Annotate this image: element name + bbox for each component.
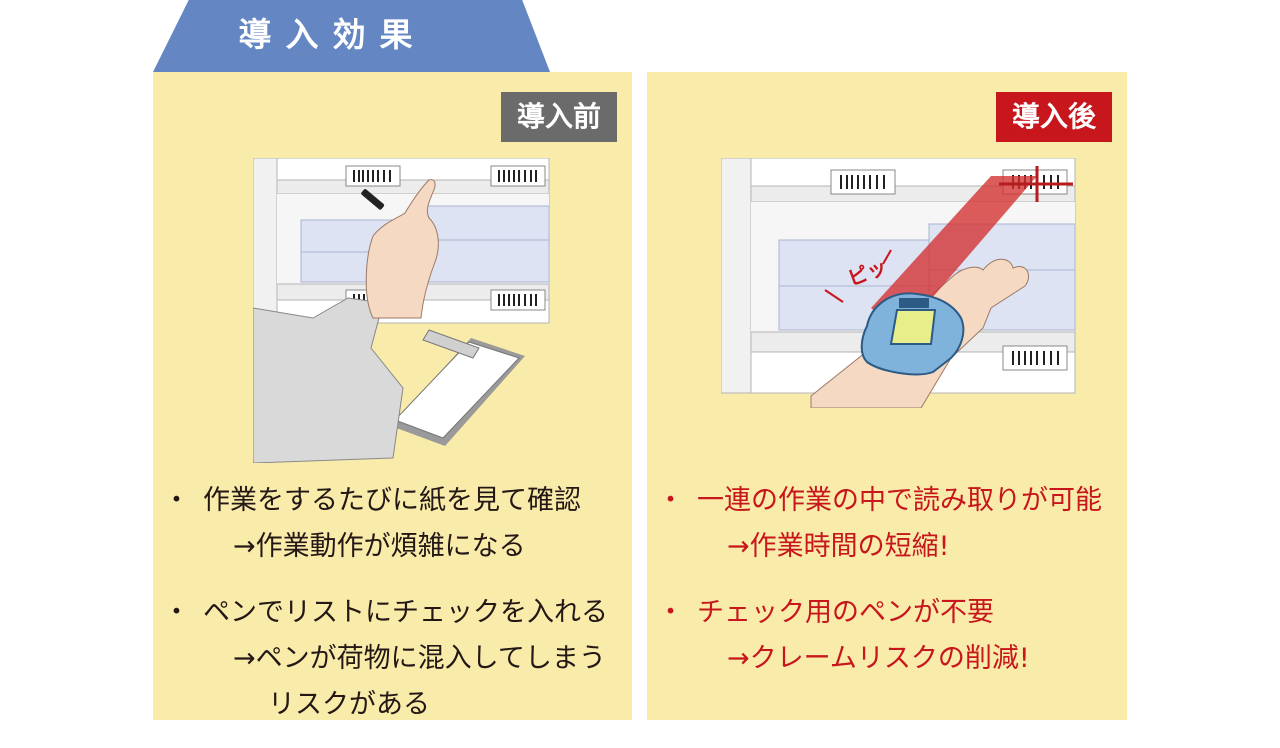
list-item: ・ 一連の作業の中で読み取りが可能 →作業時間の短縮!: [657, 478, 1102, 570]
bullet: ・: [163, 485, 190, 516]
list-item: ・ ペンでリストにチェックを入れる →ペンが荷物に混入してしまう リスクがある: [163, 590, 608, 728]
point-result: →作業時間の短縮!: [727, 531, 950, 562]
point-text: 作業をするたびに紙を見て確認: [203, 485, 581, 516]
clipboard-icon: [391, 329, 525, 446]
list-item: ・ チェック用のペンが不要 →クレームリスクの削減!: [657, 590, 1102, 682]
wrist-scanner-illustration: ピッ: [721, 158, 1076, 408]
pen-icon: [361, 189, 385, 210]
after-tag: 導入後: [995, 92, 1112, 142]
point-result: →ペンが荷物に混入してしまう: [233, 643, 606, 674]
point-result: →作業動作が煩雑になる: [233, 531, 526, 562]
barcode-icon: [498, 294, 537, 306]
header-tab: [153, 0, 550, 72]
point-text: ペンでリストにチェックを入れる: [203, 597, 608, 628]
bullet: ・: [657, 597, 684, 628]
manual-check-illustration: [253, 158, 550, 463]
before-panel: 導入前: [153, 72, 632, 720]
list-item: ・ 作業をするたびに紙を見て確認 →作業動作が煩雑になる: [163, 478, 608, 570]
crosshair-icon: [999, 166, 1073, 202]
before-points: ・ 作業をするたびに紙を見て確認 →作業動作が煩雑になる ・ ペンでリストにチェ…: [163, 478, 608, 748]
pointing-hand-icon: [365, 179, 439, 319]
point-result-cont: リスクがある: [268, 689, 430, 720]
bullet: ・: [163, 597, 190, 628]
bullet: ・: [657, 485, 684, 516]
wrist-scanner-icon: [860, 292, 965, 376]
before-tag: 導入前: [500, 92, 617, 142]
barcode-icon: [498, 170, 537, 182]
barcode-icon: [1012, 351, 1059, 365]
after-points: ・ 一連の作業の中で読み取りが可能 →作業時間の短縮! ・ チェック用のペンが不…: [657, 478, 1102, 702]
barcode-icon: [840, 175, 885, 189]
point-text: 一連の作業の中で読み取りが可能: [697, 485, 1102, 516]
after-panel: 導入後: [647, 72, 1127, 720]
point-text: チェック用のペンが不要: [697, 597, 994, 628]
page-title: 導入効果: [238, 15, 427, 54]
barcode-icon: [353, 170, 391, 182]
point-result: →クレームリスクの削減!: [727, 643, 1030, 674]
